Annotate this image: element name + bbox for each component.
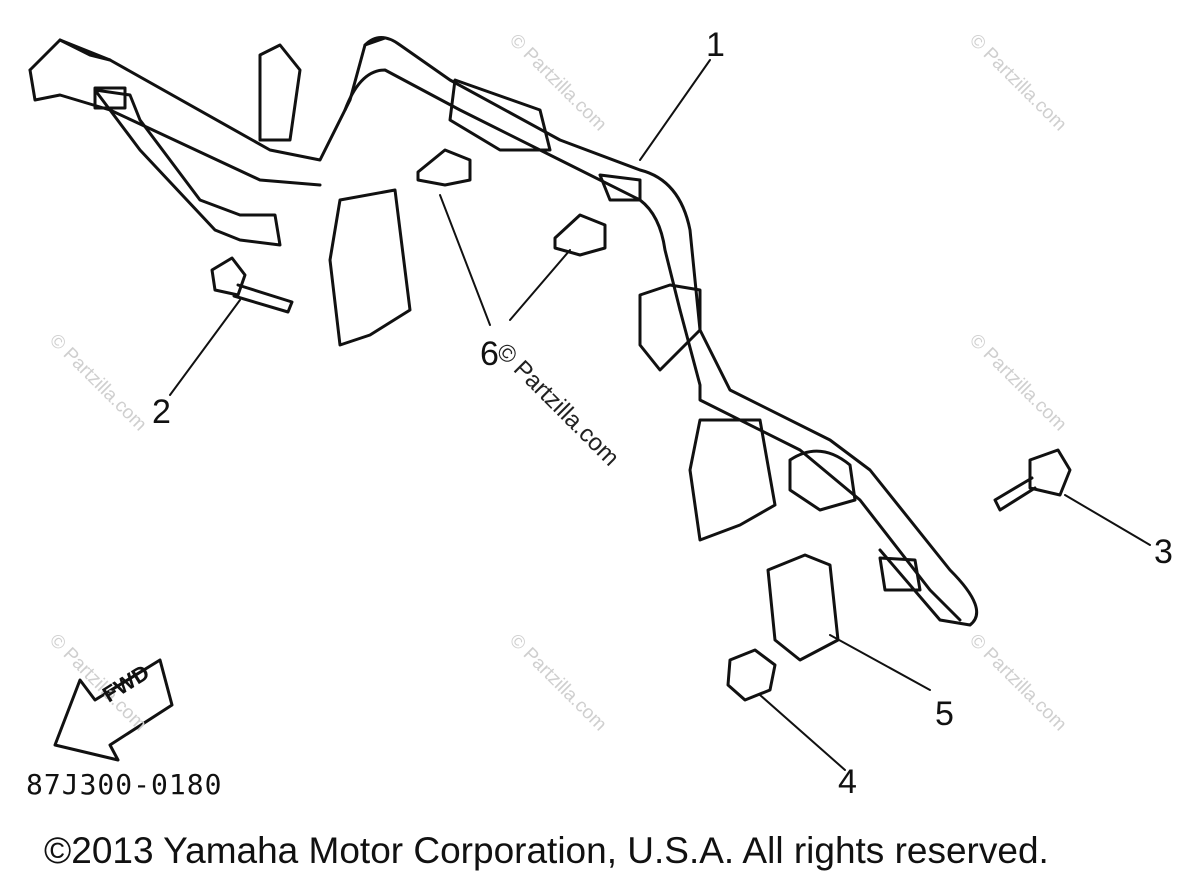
callout-3: 3 (1154, 533, 1173, 571)
callout-2: 2 (152, 393, 171, 431)
callout-1: 1 (706, 26, 725, 64)
frame-tube-part-1 (28, 36, 979, 627)
callout-5: 5 (935, 695, 954, 733)
diagram-code: 87J300-0180 (26, 768, 223, 801)
callout-6: 6 (480, 335, 499, 373)
leader-lines (169, 59, 1151, 771)
bolt-part-2 (210, 256, 294, 314)
copyright-notice: ©2013 Yamaha Motor Corporation, U.S.A. A… (44, 830, 1049, 871)
bolt-part-3 (993, 448, 1072, 512)
forward-arrow-icon (53, 658, 174, 762)
callout-4: 4 (838, 763, 857, 801)
nut-part-4 (726, 648, 777, 702)
